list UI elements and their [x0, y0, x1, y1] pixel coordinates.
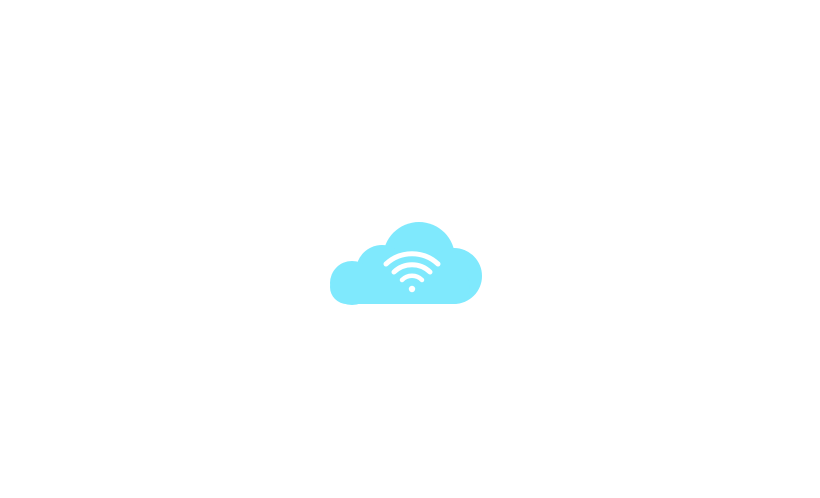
- wifi-signal-icon: [383, 251, 441, 293]
- cloud-shape: [330, 222, 482, 305]
